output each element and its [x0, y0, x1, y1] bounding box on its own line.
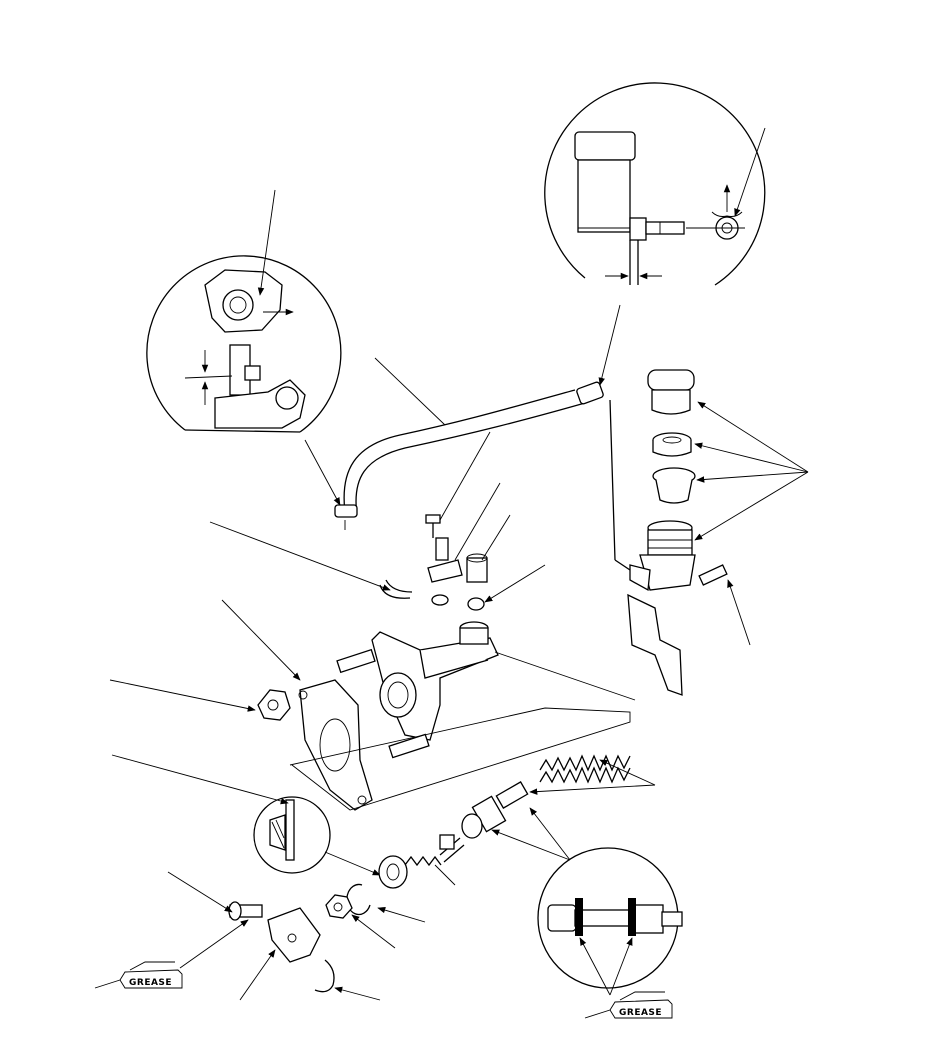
body-fittings: [209, 431, 546, 611]
clevis-assembly: [167, 871, 381, 1001]
reservoir-hose: [304, 304, 621, 530]
grease-tube-icon-left: GREASE: [94, 961, 183, 989]
grease-label-left: GREASE: [129, 978, 172, 988]
detail-circle-hose-clamp: [146, 189, 342, 433]
mounting-nut: [109, 679, 291, 721]
detail-circle-reservoir-adjust: [544, 82, 766, 286]
grease-label-right: GREASE: [619, 1008, 662, 1018]
pushrod: [404, 834, 465, 886]
boot-ring-nut: [325, 855, 426, 949]
reservoir-assembly: [609, 369, 809, 696]
gasket-and-box: [221, 599, 631, 811]
detail-circle-piston-grease: [491, 807, 683, 996]
grease-tube-icon-right: GREASE: [584, 991, 673, 1019]
spring-and-piston: [461, 754, 656, 839]
master-cylinder-body: [336, 621, 636, 759]
detail-circle-boot: [111, 754, 381, 876]
